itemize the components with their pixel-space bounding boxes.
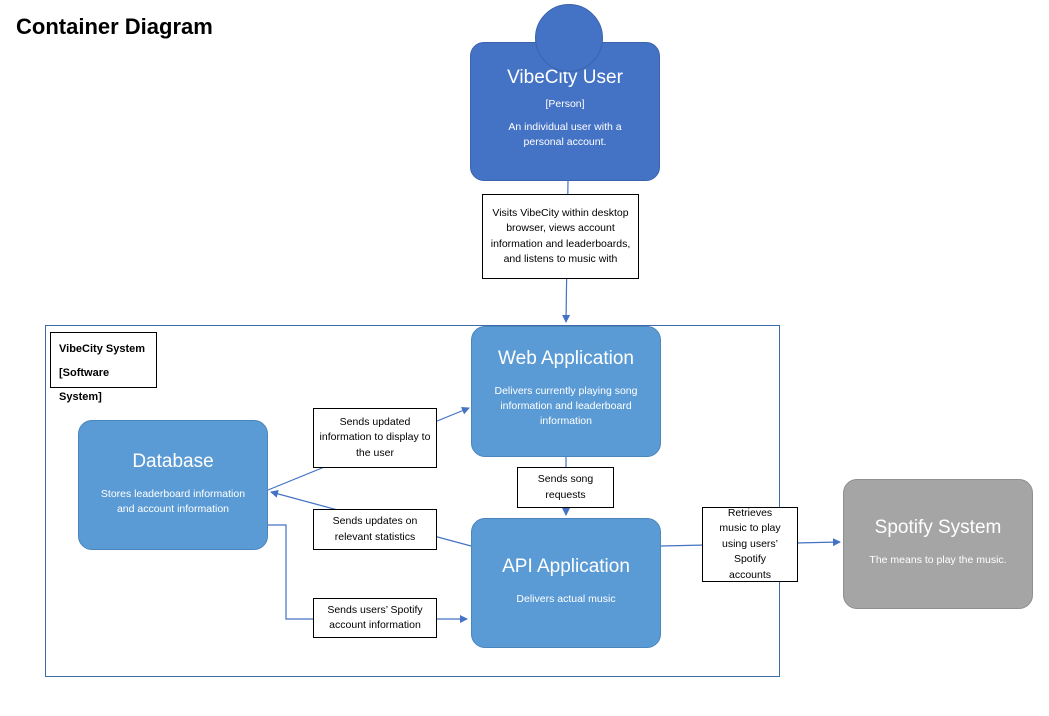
node-api-application[interactable]: API Application Delivers actual music	[471, 518, 661, 648]
node-description: Delivers currently playing song informat…	[494, 385, 638, 427]
node-description: Stores leaderboard information and accou…	[100, 488, 246, 515]
system-boundary-name: VibeCity System	[59, 343, 146, 355]
system-boundary	[45, 325, 780, 677]
node-name: VibeCity User	[507, 67, 623, 88]
edge-label-db-to-api: Sends users’ Spotify account information	[313, 598, 437, 638]
edge-label-api-to-db: Sends updates on relevant statistics	[313, 509, 437, 550]
page-title: Container Diagram	[16, 14, 213, 39]
node-spotify-system[interactable]: Spotify System The means to play the mus…	[843, 479, 1033, 609]
edge-label-web-to-api: Sends song requests	[517, 467, 614, 508]
node-name: Database	[132, 451, 214, 472]
system-boundary-label: VibeCity System [Software System]	[50, 332, 157, 403]
node-database[interactable]: Database Stores leaderboard information …	[78, 420, 268, 550]
node-description: The means to play the music.	[869, 554, 1007, 566]
edge-label-api-to-spotify: Retrieves music to play using users’ Spo…	[702, 507, 798, 582]
node-name: Web Application	[498, 348, 634, 369]
node-description: Delivers actual music	[516, 593, 616, 605]
node-type: [Person]	[545, 98, 585, 110]
node-web-application[interactable]: Web Application Delivers currently playi…	[471, 326, 661, 457]
system-boundary-type: [Software System]	[59, 367, 110, 403]
node-name: API Application	[502, 556, 630, 577]
edge-label-db-to-web: Sends updated information to display to …	[313, 408, 437, 468]
edge-label-user-to-web: Visits VibeCity within desktop browser, …	[482, 194, 639, 279]
person-head-icon	[535, 4, 603, 72]
node-description: An individual user with a personal accou…	[508, 121, 622, 148]
node-name: Spotify System	[874, 517, 1002, 538]
